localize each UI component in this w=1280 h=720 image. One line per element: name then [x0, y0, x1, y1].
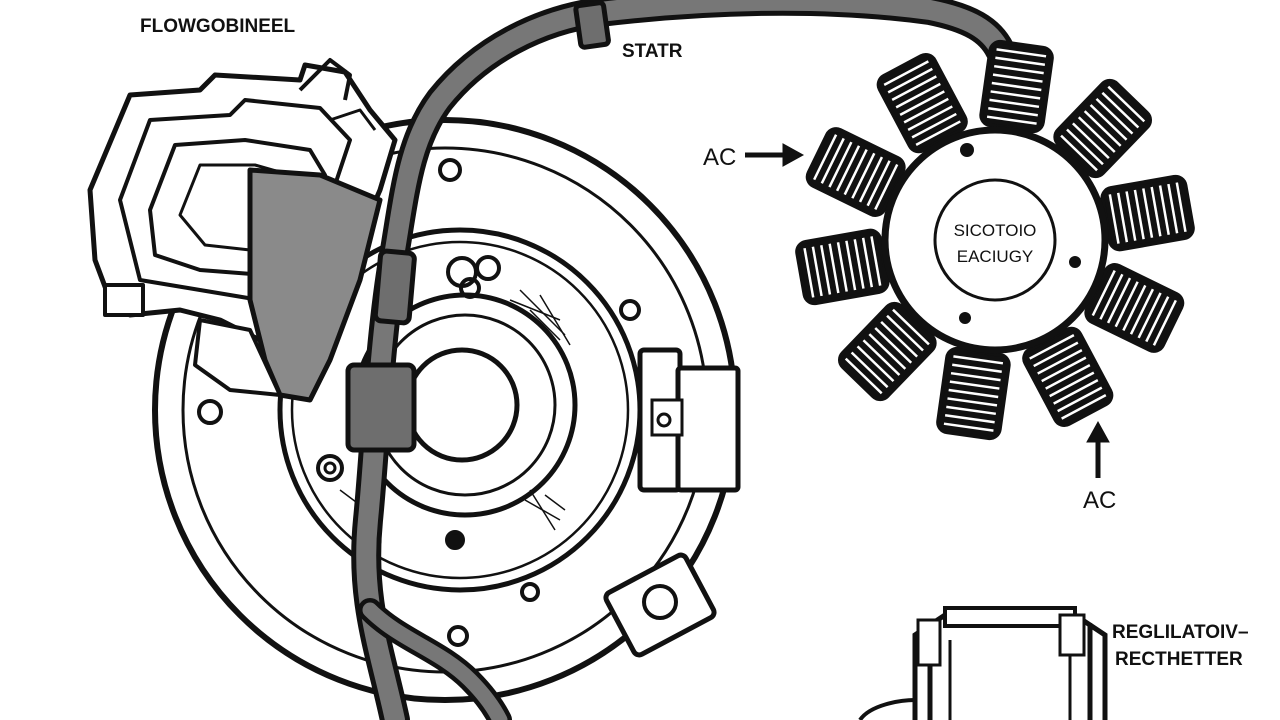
bolt-hole — [619, 299, 641, 321]
stator-mount-hole — [1069, 256, 1081, 268]
regulator-label-line2: RECTHETTER — [1115, 649, 1243, 670]
stator-coil — [979, 39, 1054, 134]
bolt-hole — [445, 530, 465, 550]
stator-coil — [1100, 174, 1195, 252]
flywheel-assembly — [152, 117, 741, 703]
flywheel-plate-ring — [290, 240, 630, 580]
stator-mount-hole — [959, 312, 971, 324]
bolt-hole — [520, 582, 540, 602]
stator-coil — [936, 346, 1011, 441]
stator-coils — [795, 39, 1195, 441]
stator: SICOTOIO EACIUGY — [795, 39, 1195, 441]
stator-coil — [1053, 78, 1153, 179]
flywheel-hub-center — [404, 347, 520, 463]
stator-coil — [805, 127, 906, 217]
stator-coil — [795, 228, 890, 306]
pickup-coil-module — [87, 58, 398, 403]
flywheel-label: FLOWGOBINEEL — [140, 16, 296, 37]
bolt-hole — [323, 461, 337, 475]
regulator-rectifier — [858, 606, 1108, 720]
stator-label: STATR — [622, 41, 683, 62]
ac-arrow-bottom — [1086, 420, 1110, 478]
stator-center-label-line1: SICOTOIO — [954, 221, 1037, 240]
bolt-hole — [475, 255, 501, 281]
wire-connector — [345, 0, 611, 453]
stator-center-label-line2: EACIUGY — [957, 247, 1034, 266]
regulator-label-line1: REGLILATOIV– — [1112, 622, 1249, 643]
bolt-hole — [197, 399, 223, 425]
mounting-tab — [603, 552, 717, 658]
bolt-hole — [459, 277, 481, 299]
bolt-hole — [438, 158, 462, 182]
stator-coil — [1022, 326, 1114, 427]
ac-label-bottom: AC — [1083, 487, 1116, 514]
ac-label-left: AC — [703, 144, 736, 171]
bolt-hole — [447, 625, 469, 647]
stator-coil — [837, 301, 937, 402]
sensor-bracket — [637, 347, 741, 493]
ac-arrow-left — [745, 143, 805, 167]
bolt-hole — [316, 454, 344, 482]
stator-center-label-ring — [933, 178, 1057, 302]
wire-harness — [351, 0, 1015, 720]
stator-mount-hole — [960, 143, 974, 157]
